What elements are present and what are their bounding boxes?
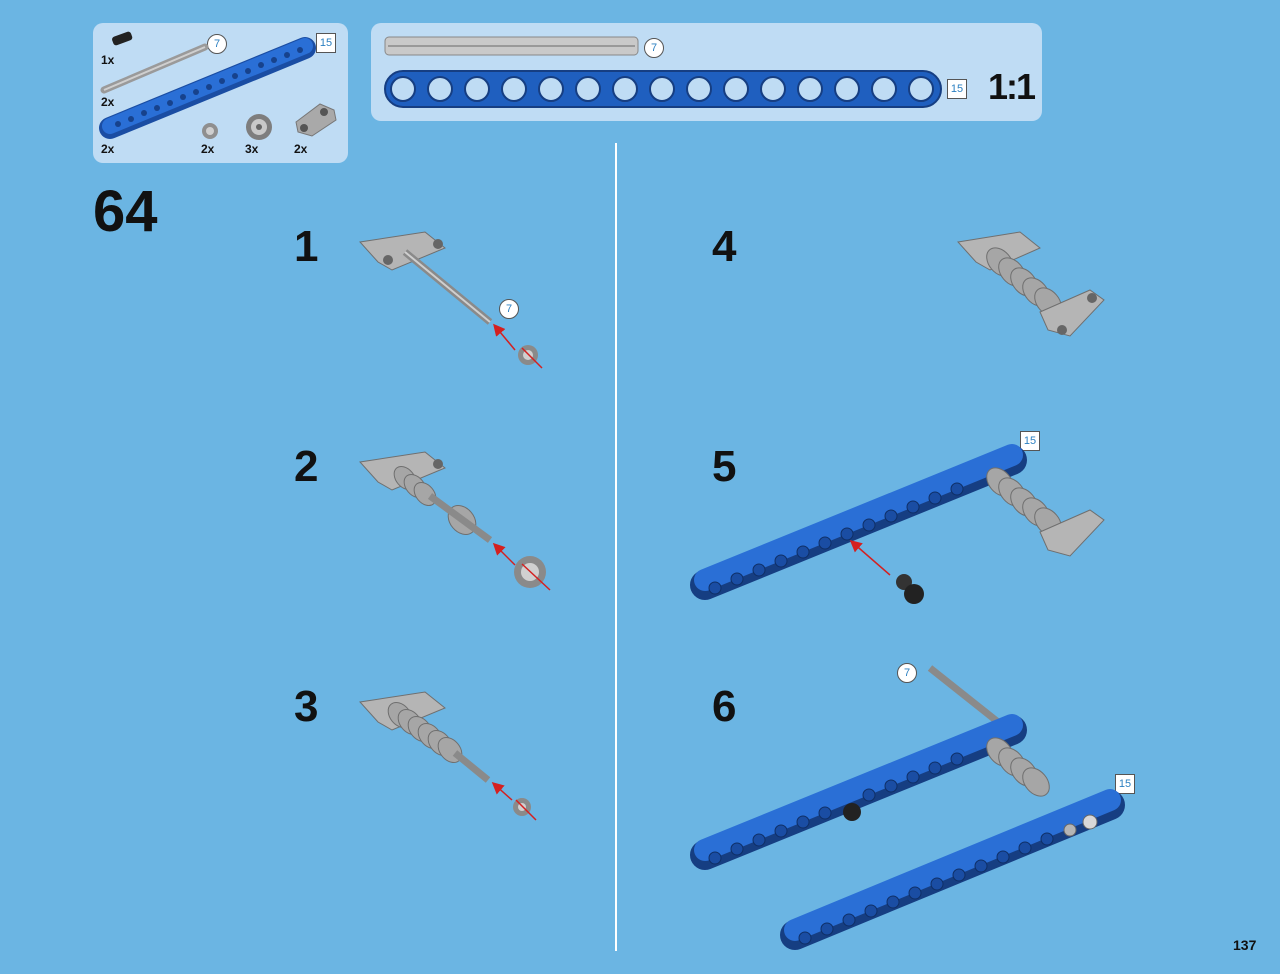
- part-pin-icon: [112, 31, 133, 46]
- part-connector-icon: [295, 103, 337, 137]
- step-number-5: 5: [712, 442, 737, 491]
- part-qty-pin: 1x: [101, 53, 115, 67]
- axle-length-badge: 7: [207, 34, 227, 54]
- step-number-1: 1: [294, 222, 319, 271]
- part-qty-axle: 2x: [101, 95, 115, 109]
- scale-axle-length-badge: 7: [644, 38, 664, 58]
- step-number-2: 2: [294, 442, 319, 491]
- step-number-4: 4: [712, 222, 737, 271]
- step4-illustration: [957, 231, 1105, 337]
- beam-length-badge: 15: [316, 33, 336, 53]
- step6-illustration: [690, 665, 1125, 950]
- step1-illustration: [359, 231, 543, 369]
- part-qty-connector: 2x: [294, 142, 308, 156]
- step5-illustration: [690, 444, 1105, 604]
- scale-beam-length-badge: 15: [947, 79, 967, 99]
- step2-illustration: [359, 451, 551, 591]
- part-beam-icon: [99, 37, 316, 139]
- page-number: 137: [1233, 937, 1257, 953]
- step-number-6: 6: [712, 682, 737, 731]
- step6-axle-badge: 7: [897, 663, 917, 683]
- part-qty-bush: 2x: [201, 142, 215, 156]
- step-number-3: 3: [294, 682, 319, 731]
- part-axle-icon: [100, 43, 209, 94]
- step-group-number: 64: [93, 179, 158, 244]
- scale-axle-icon: [384, 36, 639, 56]
- part-spring-icon: [246, 114, 272, 140]
- scale-ratio: 1:1: [988, 66, 1036, 107]
- step3-illustration: [359, 691, 537, 821]
- part-bush-icon: [202, 123, 218, 139]
- column-divider: [615, 143, 617, 951]
- part-qty-spring: 3x: [245, 142, 259, 156]
- step6-beam-badge: 15: [1115, 774, 1135, 794]
- step5-beam-badge: 15: [1020, 431, 1040, 451]
- scale-beam-icon: [384, 70, 942, 108]
- step1-axle-badge: 7: [499, 299, 519, 319]
- part-qty-beam: 2x: [101, 142, 115, 156]
